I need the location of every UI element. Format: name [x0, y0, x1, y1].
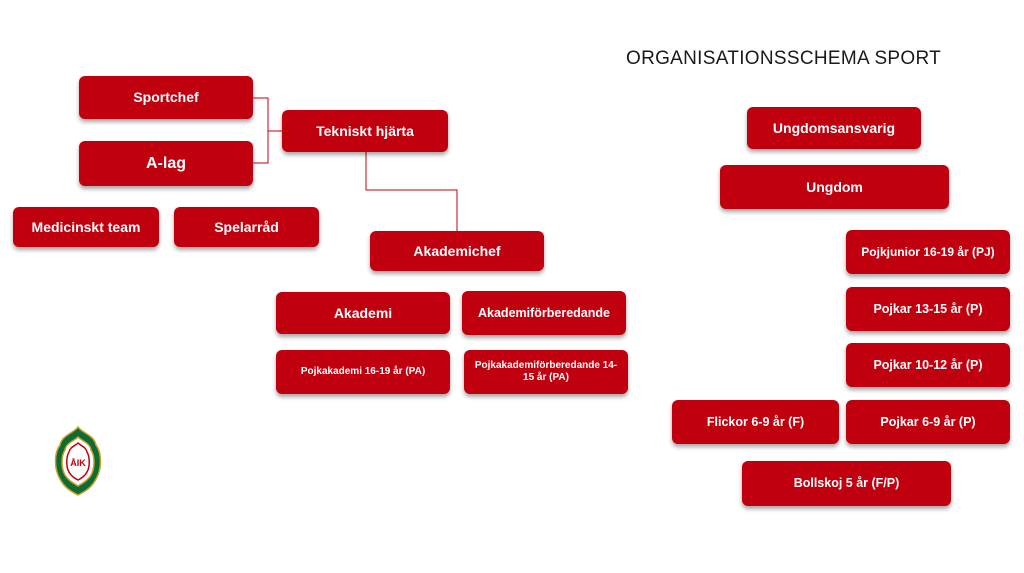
- node-a-lag: A-lag: [79, 141, 253, 186]
- node-flickor-6-9: Flickor 6-9 år (F): [672, 400, 839, 444]
- connector-tekniskt-akademichef: [365, 152, 458, 231]
- node-ungdom: Ungdom: [720, 165, 949, 209]
- node-pojkar-13-15: Pojkar 13-15 år (P): [846, 287, 1010, 331]
- node-pojkakademi: Pojkakademi 16-19 år (PA): [276, 350, 450, 394]
- chart-title: ORGANISATIONSSCHEMA SPORT: [626, 48, 942, 69]
- node-tekniskt-hjarta: Tekniskt hjärta: [282, 110, 448, 152]
- node-medicinskt-team: Medicinskt team: [13, 207, 159, 247]
- node-pojkar-10-12: Pojkar 10-12 år (P): [846, 343, 1010, 387]
- node-pojkakademiforberedande: Pojkakademiförberedande 14-15 år (PA): [464, 350, 628, 394]
- connector-sportchef-tekniskt: [253, 97, 282, 132]
- node-pojkjunior: Pojkjunior 16-19 år (PJ): [846, 230, 1010, 274]
- node-akademichef: Akademichef: [370, 231, 544, 271]
- node-akademi: Akademi: [276, 292, 450, 334]
- logo-text: ÅIK: [70, 458, 86, 468]
- node-spelarrad: Spelarråd: [174, 207, 319, 247]
- node-sportchef: Sportchef: [79, 76, 253, 119]
- node-akademiforberedande: Akademiförberedande: [462, 291, 626, 335]
- connector-alag-tekniskt: [253, 131, 269, 164]
- club-logo: ÅIK: [54, 425, 102, 496]
- node-bollskoj: Bollskoj 5 år (F/P): [742, 461, 951, 506]
- node-ungdomsansvarig: Ungdomsansvarig: [747, 107, 921, 149]
- node-pojkar-6-9: Pojkar 6-9 år (P): [846, 400, 1010, 444]
